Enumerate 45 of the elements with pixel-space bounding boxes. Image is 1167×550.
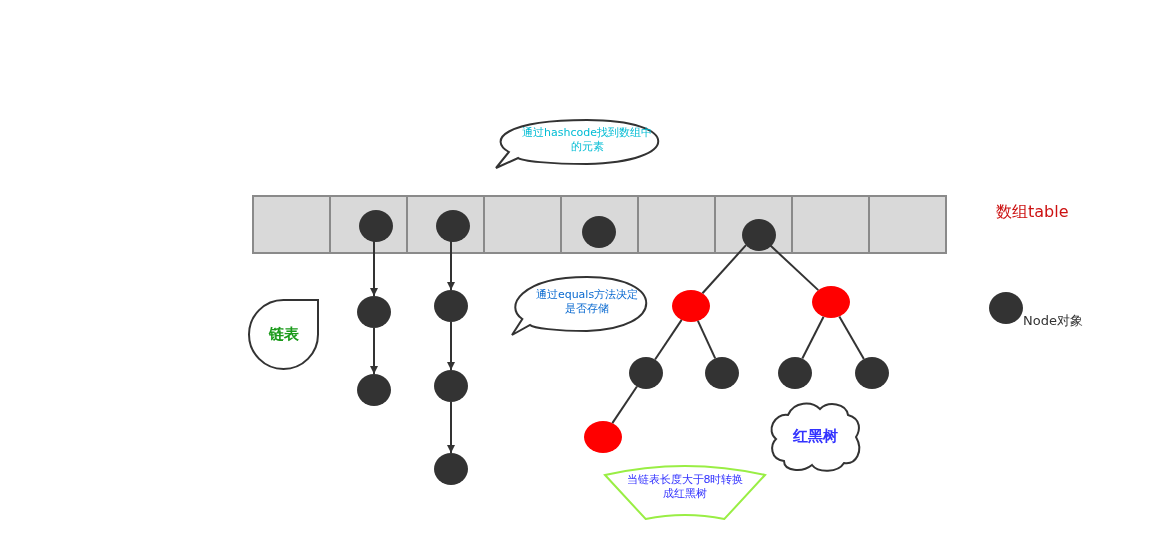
node-circle [582, 216, 616, 248]
arrow [370, 327, 378, 375]
array-cell [792, 196, 869, 253]
node-circle [672, 290, 710, 322]
tree-branch [611, 385, 638, 425]
node-circle [812, 286, 850, 318]
tree-branch [654, 318, 683, 361]
node-circle [629, 357, 663, 389]
node-circle [436, 210, 470, 242]
caption-text: Node对象 [1023, 312, 1083, 330]
table-label: 数组table [996, 202, 1069, 223]
node-circle [584, 421, 622, 453]
node-circle [357, 296, 391, 328]
node-circle [434, 290, 468, 322]
callout-text: 通过hashcode找到数组中的元素 [521, 125, 653, 155]
node-circle [357, 374, 391, 406]
array-cell [715, 196, 792, 253]
array-cell [561, 196, 638, 253]
tree-branch [768, 243, 820, 292]
callout-text: 当链表长度大于8时转换成红黑树 [625, 472, 745, 502]
array-cell [407, 196, 484, 253]
arrow [370, 239, 378, 297]
cloud-shape [768, 401, 862, 472]
node-circle [855, 357, 889, 389]
arrow [447, 239, 455, 291]
array-cell [638, 196, 715, 253]
node-circle [778, 357, 812, 389]
arrow [447, 321, 455, 371]
tree-branch [801, 315, 825, 360]
array-cell [869, 196, 946, 253]
tree-branch [696, 319, 717, 360]
tree-branch [701, 244, 747, 295]
node-circle [434, 453, 468, 485]
node-circle [359, 210, 393, 242]
array-cell [484, 196, 561, 253]
arrow [447, 401, 455, 454]
shape-label: 链表 [268, 324, 299, 345]
array-cell [330, 196, 407, 253]
node-circle [705, 357, 739, 389]
shape-label: 红黑树 [792, 426, 838, 447]
array-cell [253, 196, 330, 253]
node-circle [434, 370, 468, 402]
node-circle [742, 219, 776, 251]
tree-branch [838, 315, 865, 360]
callout-text: 通过equals方法决定是否存储 [534, 287, 640, 317]
